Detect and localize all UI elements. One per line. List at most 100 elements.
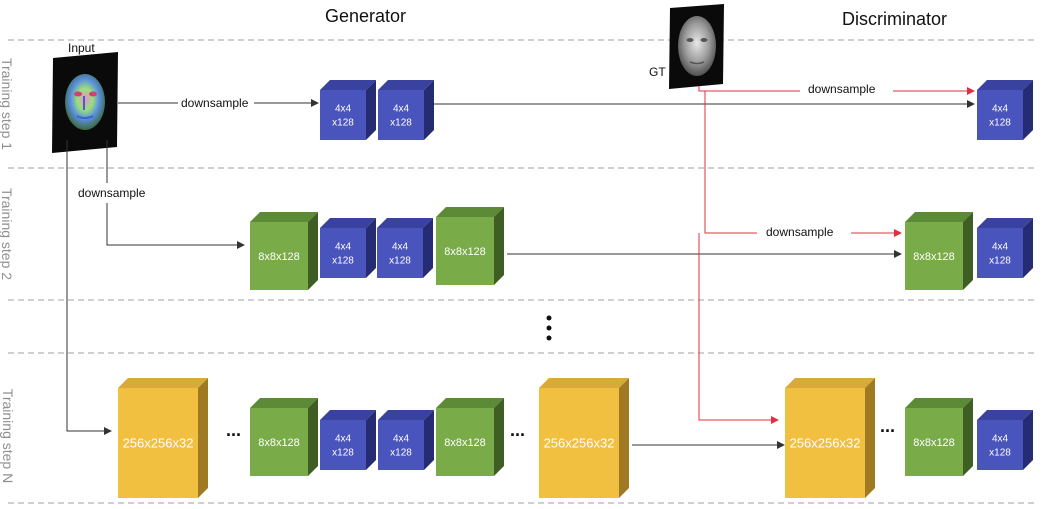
block-top-face bbox=[377, 218, 433, 228]
block-label: 4x4 bbox=[335, 434, 352, 445]
block-label: 4x4 bbox=[392, 242, 409, 253]
block-8x8x128: 8x8x128 bbox=[250, 398, 318, 476]
block-label: x128 bbox=[389, 256, 411, 267]
block-front-face bbox=[250, 222, 308, 290]
block-side-face bbox=[1023, 410, 1033, 470]
generator-connections bbox=[66, 99, 975, 449]
block-top-face bbox=[320, 80, 376, 90]
block-label: x128 bbox=[332, 256, 354, 267]
block-label: x128 bbox=[332, 448, 354, 459]
block-top-face bbox=[436, 207, 504, 217]
dot bbox=[546, 315, 552, 321]
block-side-face bbox=[1023, 218, 1033, 278]
downsample-label-gen-1: downsample bbox=[181, 96, 249, 110]
block-label: 256x256x32 bbox=[790, 436, 861, 451]
dot bbox=[546, 335, 552, 341]
block-label: 4x4 bbox=[335, 104, 352, 115]
block-side-face bbox=[865, 378, 875, 498]
block-front-face bbox=[436, 408, 494, 476]
block-8x8x128: 8x8x128 bbox=[436, 207, 504, 285]
block-front-face bbox=[118, 388, 198, 498]
block-256x256x32: 256x256x32 bbox=[785, 378, 875, 498]
block-4x4x128: 4x4 x128 bbox=[320, 80, 376, 140]
generator-title: Generator bbox=[325, 6, 407, 26]
block-top-face bbox=[320, 410, 376, 420]
block-label: 4x4 bbox=[992, 434, 1009, 445]
block-top-face bbox=[378, 410, 434, 420]
block-side-face bbox=[308, 398, 318, 476]
block-front-face bbox=[905, 222, 963, 290]
block-top-face bbox=[785, 378, 875, 388]
gt-label: GT bbox=[649, 65, 666, 79]
block-side-face bbox=[424, 410, 434, 470]
block-4x4x128: 4x4 x128 bbox=[378, 80, 434, 140]
block-4x4x128: 4x4 x128 bbox=[977, 80, 1033, 140]
red-arrow-line bbox=[704, 91, 757, 234]
block-label: 8x8x128 bbox=[913, 251, 955, 263]
block-label: 4x4 bbox=[992, 242, 1009, 253]
input-label: Input bbox=[68, 41, 95, 55]
block-side-face bbox=[366, 410, 376, 470]
block-4x4x128: 4x4 x128 bbox=[977, 410, 1033, 470]
block-front-face bbox=[905, 408, 963, 476]
block-top-face bbox=[905, 212, 973, 222]
block-side-face bbox=[366, 218, 376, 278]
block-top-face bbox=[977, 80, 1033, 90]
downsample-label-disc-1: downsample bbox=[808, 82, 876, 96]
block-label: x128 bbox=[390, 118, 412, 129]
block-top-face bbox=[250, 212, 318, 222]
block-4x4x128: 4x4 x128 bbox=[320, 410, 376, 470]
vertical-dots bbox=[546, 315, 552, 341]
dividers bbox=[8, 39, 1035, 504]
ellipsis-text: ... bbox=[880, 416, 895, 436]
block-top-face bbox=[378, 80, 434, 90]
block-label: x128 bbox=[989, 118, 1011, 129]
block-side-face bbox=[366, 80, 376, 140]
block-front-face bbox=[320, 420, 366, 470]
block-front-face bbox=[977, 228, 1023, 278]
block-4x4x128: 4x4 x128 bbox=[377, 218, 433, 278]
block-8x8x128: 8x8x128 bbox=[250, 212, 318, 290]
block-label: 4x4 bbox=[992, 104, 1009, 115]
dot bbox=[546, 325, 552, 331]
block-label: 8x8x128 bbox=[444, 437, 486, 449]
input-face-image bbox=[52, 52, 118, 153]
block-front-face bbox=[436, 217, 494, 285]
block-top-face bbox=[118, 378, 208, 388]
block-label: 256x256x32 bbox=[123, 436, 194, 451]
block-side-face bbox=[494, 398, 504, 476]
block-label: 8x8x128 bbox=[258, 437, 300, 449]
block-8x8x128: 8x8x128 bbox=[905, 398, 973, 476]
block-front-face bbox=[977, 420, 1023, 470]
block-side-face bbox=[494, 207, 504, 285]
block-8x8x128: 8x8x128 bbox=[905, 212, 973, 290]
downsample-label-disc-2: downsample bbox=[766, 225, 834, 239]
block-8x8x128: 8x8x128 bbox=[436, 398, 504, 476]
block-top-face bbox=[977, 410, 1033, 420]
block-front-face bbox=[378, 420, 424, 470]
block-label: x128 bbox=[989, 448, 1011, 459]
block-side-face bbox=[308, 212, 318, 290]
block-front-face bbox=[378, 90, 424, 140]
block-label: 8x8x128 bbox=[444, 246, 486, 258]
red-arrow-line bbox=[698, 86, 800, 92]
ellipsis-text: ... bbox=[510, 420, 525, 440]
block-label: 4x4 bbox=[393, 434, 410, 445]
block-top-face bbox=[977, 218, 1033, 228]
ellipses: ......... bbox=[226, 416, 895, 440]
block-label: 4x4 bbox=[393, 104, 410, 115]
block-front-face bbox=[977, 90, 1023, 140]
block-label: x128 bbox=[332, 118, 354, 129]
arrow-line bbox=[66, 140, 112, 435]
block-front-face bbox=[539, 388, 619, 498]
block-4x4x128: 4x4 x128 bbox=[977, 218, 1033, 278]
ellipsis-text: ... bbox=[226, 420, 241, 440]
block-top-face bbox=[539, 378, 629, 388]
block-front-face bbox=[377, 228, 423, 278]
red-arrow-line bbox=[698, 233, 779, 424]
block-side-face bbox=[619, 378, 629, 498]
block-top-face bbox=[320, 218, 376, 228]
block-label: x128 bbox=[989, 256, 1011, 267]
